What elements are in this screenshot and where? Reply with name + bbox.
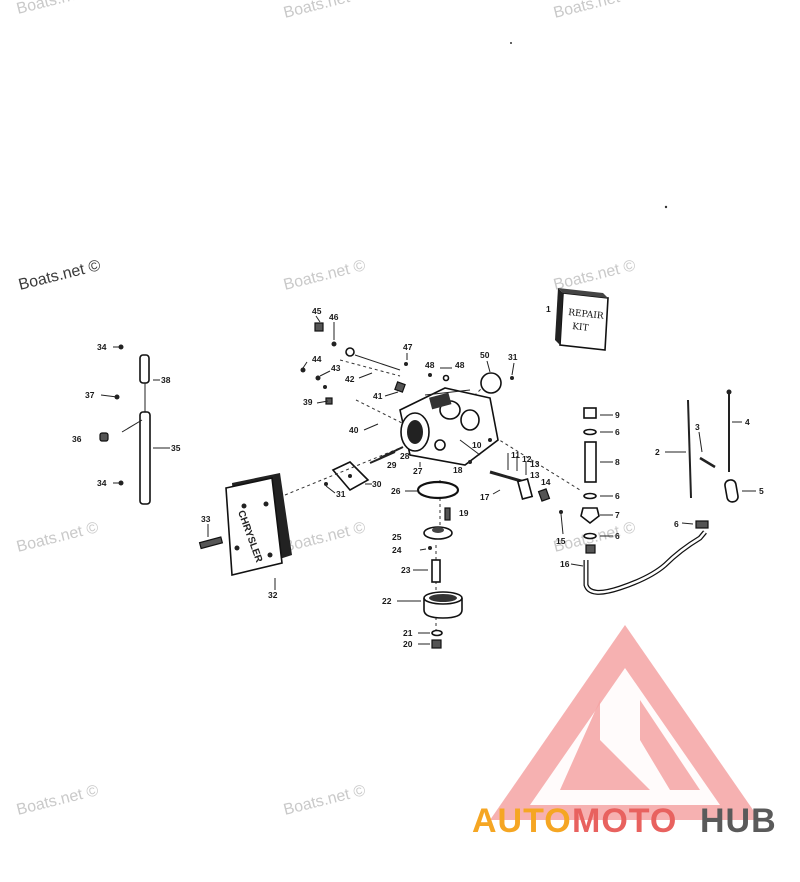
callout-13-upper: 13	[530, 459, 540, 469]
callout-31-left: 31	[336, 489, 346, 499]
callout-9: 9	[615, 410, 620, 420]
callout-24: 24	[392, 545, 402, 555]
logo-text-auto: AUTO	[472, 802, 572, 840]
callout-28: 28	[400, 451, 410, 461]
logo-text-hub: HUB	[700, 802, 777, 840]
callout-48-right: 48	[455, 360, 465, 370]
gasket-26	[416, 480, 460, 500]
callout-42: 42	[345, 374, 355, 384]
callout-5: 5	[759, 486, 764, 496]
callout-30: 30	[372, 479, 382, 489]
callout-50: 50	[480, 350, 490, 360]
callout-2: 2	[655, 447, 660, 457]
callout-22: 22	[382, 596, 392, 606]
watermark-top-left: Boats.net ©	[15, 0, 101, 18]
watermark-mid-right: Boats.net ©	[552, 257, 638, 294]
watermark-mid-left: Boats.net ©	[17, 257, 103, 294]
screw-33	[198, 536, 224, 550]
plug-20	[431, 639, 442, 649]
callout-31-right: 31	[508, 352, 518, 362]
callout-27: 27	[413, 466, 423, 476]
repair-kit-box: REPAIR KIT	[555, 288, 609, 351]
callout-16: 16	[560, 559, 570, 569]
watermark-mid-center: Boats.net ©	[282, 257, 368, 294]
callout-17: 17	[480, 492, 490, 502]
watermark-top-center: Boats.net ©	[282, 0, 368, 22]
callout-47: 47	[403, 342, 413, 352]
plate-50	[480, 372, 502, 394]
callout-26-upper: 26	[391, 486, 401, 496]
callout-37: 37	[85, 390, 95, 400]
callout-32: 32	[268, 590, 278, 600]
callout-1: 1	[546, 304, 551, 314]
callout-29: 29	[387, 460, 397, 470]
callout-15-upper: 15	[556, 536, 566, 546]
callout-44: 44	[312, 354, 322, 364]
callout-46: 46	[329, 312, 339, 322]
repair-kit-line1: REPAIR	[568, 308, 604, 322]
washer-21	[431, 629, 443, 637]
needle-23	[431, 559, 441, 583]
watermark-lower-center: Boats.net ©	[282, 519, 368, 556]
callout-20: 20	[403, 639, 413, 649]
watermark-top-right: Boats.net ©	[552, 0, 638, 22]
callout-48-left: 48	[425, 360, 435, 370]
callout-11: 11	[511, 450, 520, 460]
callout-34-bottom: 34	[97, 478, 107, 488]
watermark-bottom-center: Boats.net ©	[282, 782, 368, 819]
callout-18: 18	[453, 465, 463, 475]
jet-19	[444, 507, 451, 521]
callout-10: 10	[472, 440, 482, 450]
callout-39: 39	[303, 397, 313, 407]
callout-43: 43	[331, 363, 341, 373]
callout-34-top: 34	[97, 342, 107, 352]
callout-38: 38	[161, 375, 171, 385]
fuel-fitting-stack	[580, 407, 600, 554]
callout-36: 36	[72, 434, 82, 444]
callout-40: 40	[349, 425, 359, 435]
watermark-bottom-left: Boats.net ©	[15, 782, 101, 819]
callout-6-b: 6	[615, 491, 620, 501]
callout-7: 7	[615, 510, 620, 520]
callout-12: 12	[522, 454, 532, 464]
repair-kit-line2: KIT	[572, 322, 589, 334]
callout-6-a: 6	[615, 427, 620, 437]
callout-19: 19	[459, 508, 469, 518]
chrysler-cover: CHRYSLER	[225, 473, 292, 576]
logo-text-moto: MOTO	[572, 802, 677, 840]
callout-6-d: 6	[674, 519, 679, 529]
fitting-5	[724, 479, 739, 503]
callout-33: 33	[201, 514, 211, 524]
callout-35: 35	[171, 443, 181, 453]
callout-14: 14	[541, 477, 551, 487]
callout-23: 23	[401, 565, 411, 575]
watermark-lower-left: Boats.net ©	[15, 519, 101, 556]
float-bowl-22	[423, 591, 463, 619]
callout-41: 41	[373, 391, 383, 401]
callout-25: 25	[392, 532, 402, 542]
callout-6-c: 6	[615, 531, 620, 541]
screw-45	[314, 322, 324, 332]
callout-3: 3	[695, 422, 700, 432]
callout-13-lower: 13	[530, 470, 540, 480]
callout-4: 4	[745, 417, 750, 427]
callout-45: 45	[312, 306, 322, 316]
callout-21: 21	[403, 628, 413, 638]
carburetor-body	[399, 387, 499, 466]
linkage-rod-assembly	[99, 344, 151, 505]
clamp-6	[695, 520, 709, 529]
callout-8: 8	[615, 457, 620, 467]
automotohub-logo: AUTO MOTO HUB	[472, 625, 777, 840]
